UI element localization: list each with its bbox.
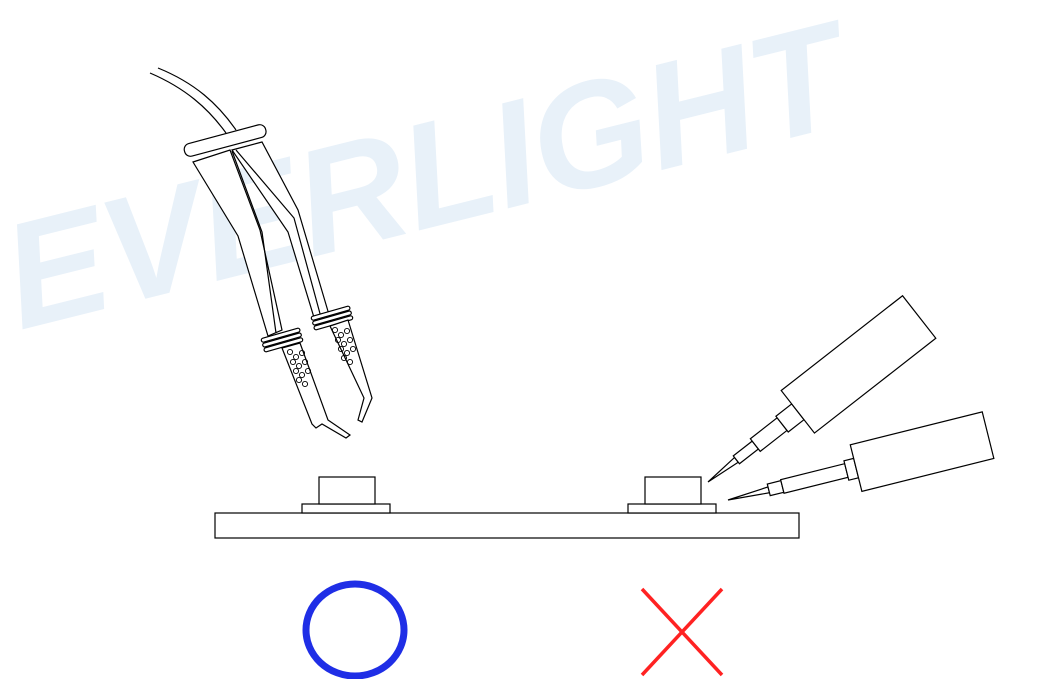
hot-tweezers-icon [149,67,373,439]
correct-circle-icon [302,580,408,679]
watermark-logo: EVERLIGHT [0,0,872,361]
component-left [301,476,391,514]
wrong-mark [640,587,724,677]
wrong-cross-icon-stroke [640,587,724,677]
watermark: EVERLIGHT [0,0,872,361]
circuit-board [214,476,800,539]
soldering-iron-upper-icon [707,294,937,483]
soldering-iron-lower-icon [727,411,995,501]
component-right [627,476,717,514]
correct-mark [302,580,408,679]
